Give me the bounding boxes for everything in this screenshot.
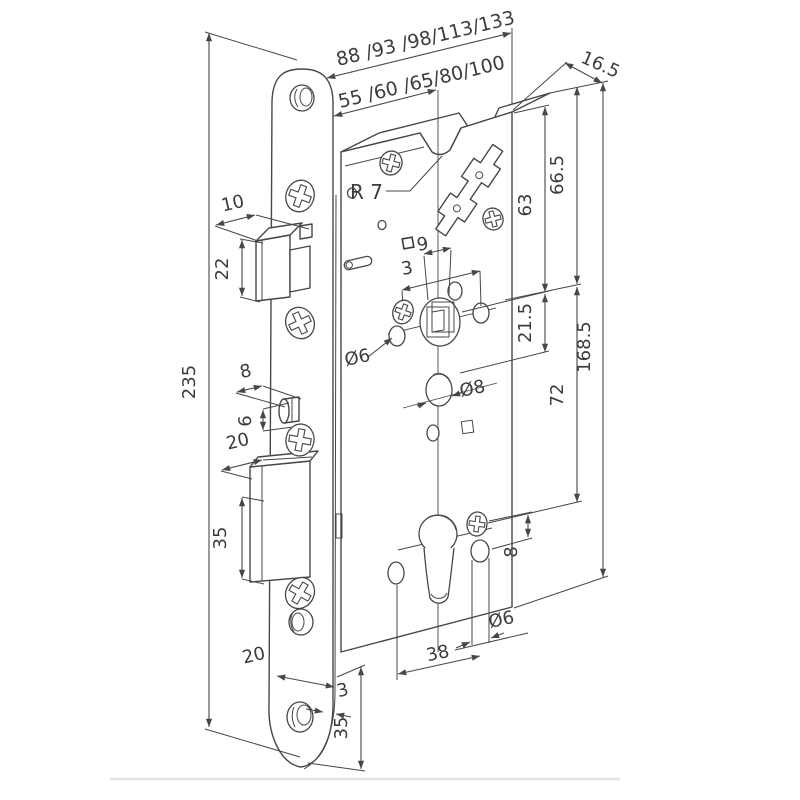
dim-thickness-label: 16.5 — [578, 47, 623, 82]
dim-168-5-label: 168.5 — [574, 321, 595, 373]
dim-38-label: 38 — [424, 641, 451, 666]
dim-66-5: 66.5 — [504, 87, 582, 301]
cylinder-hole — [418, 514, 458, 604]
dim-screw-8: 8 — [488, 511, 533, 558]
bolts — [249, 222, 319, 583]
dim-snib-8-label: 8 — [238, 360, 254, 383]
phillips-screw — [285, 179, 315, 213]
dim-bolt-35-label: 35 — [210, 527, 231, 550]
crescent-hole — [288, 608, 314, 636]
dim-21-5: 21.5 — [459, 294, 550, 374]
dim-handle-d8: Ø8 — [402, 376, 498, 409]
handle-hole — [425, 372, 453, 407]
dim-168-5: 168.5 — [513, 83, 609, 609]
phillips-screw — [482, 207, 504, 231]
dim-63: 63 — [461, 104, 550, 313]
dim-latch-10: 10 — [214, 191, 310, 242]
dim-235: 235 — [179, 31, 301, 758]
case-slot — [343, 255, 373, 271]
dim-cyl-d6: Ø6 — [454, 558, 529, 651]
dim-offset3-label: 3 — [400, 257, 415, 280]
dim-21-5-label: 21.5 — [515, 303, 536, 343]
faceplate — [268, 68, 337, 770]
phillips-screw — [466, 511, 488, 537]
dim-latch-22: 22 — [212, 238, 264, 303]
dim-plate-20: 20 — [240, 643, 335, 689]
dim-235-label: 235 — [179, 365, 200, 399]
lock-case — [335, 90, 551, 653]
dim-latch-22-label: 22 — [212, 258, 233, 281]
dim-plate-3: 3 — [305, 679, 352, 719]
dim-handle-d8-label: Ø8 — [458, 376, 487, 402]
dim-72-label: 72 — [547, 384, 568, 407]
dim-hole-d6: Ø6 — [343, 337, 393, 371]
square-symbol — [401, 236, 415, 250]
dim-cyl-d6-label: Ø6 — [487, 607, 516, 633]
dim-screw-8-label: 8 — [501, 546, 522, 557]
phillips-screw — [285, 423, 315, 457]
dim-latch-10-label: 10 — [219, 191, 246, 217]
dim-spindle-label: 9 — [415, 233, 430, 256]
countersunk-hole-bottom — [286, 701, 314, 733]
phillips-screw — [284, 576, 316, 610]
dim-hole-d6-label: Ø6 — [343, 345, 372, 371]
dim-offset3: 3 — [400, 257, 482, 308]
dim-snib-6: 6 — [235, 402, 294, 432]
phillips-screws — [284, 150, 504, 610]
faceplate-side-band — [303, 194, 337, 770]
dim-66-5-label: 66.5 — [547, 155, 568, 195]
case-edge-slot — [335, 513, 343, 539]
dim-snib-8: 8 — [235, 360, 302, 408]
dim-plate-20-label: 20 — [240, 643, 267, 669]
dim-plate-3-label: 3 — [335, 679, 351, 702]
dim-bolt-20: 20 — [220, 429, 313, 480]
dim-bolt-20-label: 20 — [224, 429, 251, 455]
phillips-screw — [379, 150, 403, 176]
faceplate-outline — [268, 68, 334, 768]
deadbolt — [249, 450, 319, 583]
latch-mechanism-part — [435, 143, 504, 237]
dim-72: 72 — [487, 287, 583, 524]
dim-63-label: 63 — [515, 194, 536, 217]
case-square-hole — [460, 419, 475, 435]
dim-end-35-label: 35 — [331, 717, 352, 740]
countersunk-hole-top — [289, 84, 315, 112]
dim-end-35: 35 — [307, 664, 366, 772]
phillips-screw — [392, 299, 414, 325]
dim-radius: R 7 — [350, 155, 443, 204]
dim-bolt-35: 35 — [210, 496, 265, 585]
dim-radius-label: R 7 — [350, 180, 383, 204]
dim-snib-6-label: 6 — [235, 415, 256, 426]
spindle-follower — [419, 297, 461, 347]
dim-38: 38 — [396, 585, 481, 680]
phillips-screw — [284, 306, 316, 340]
latch-bolt — [255, 222, 313, 302]
auxiliary-bolt — [278, 396, 300, 424]
